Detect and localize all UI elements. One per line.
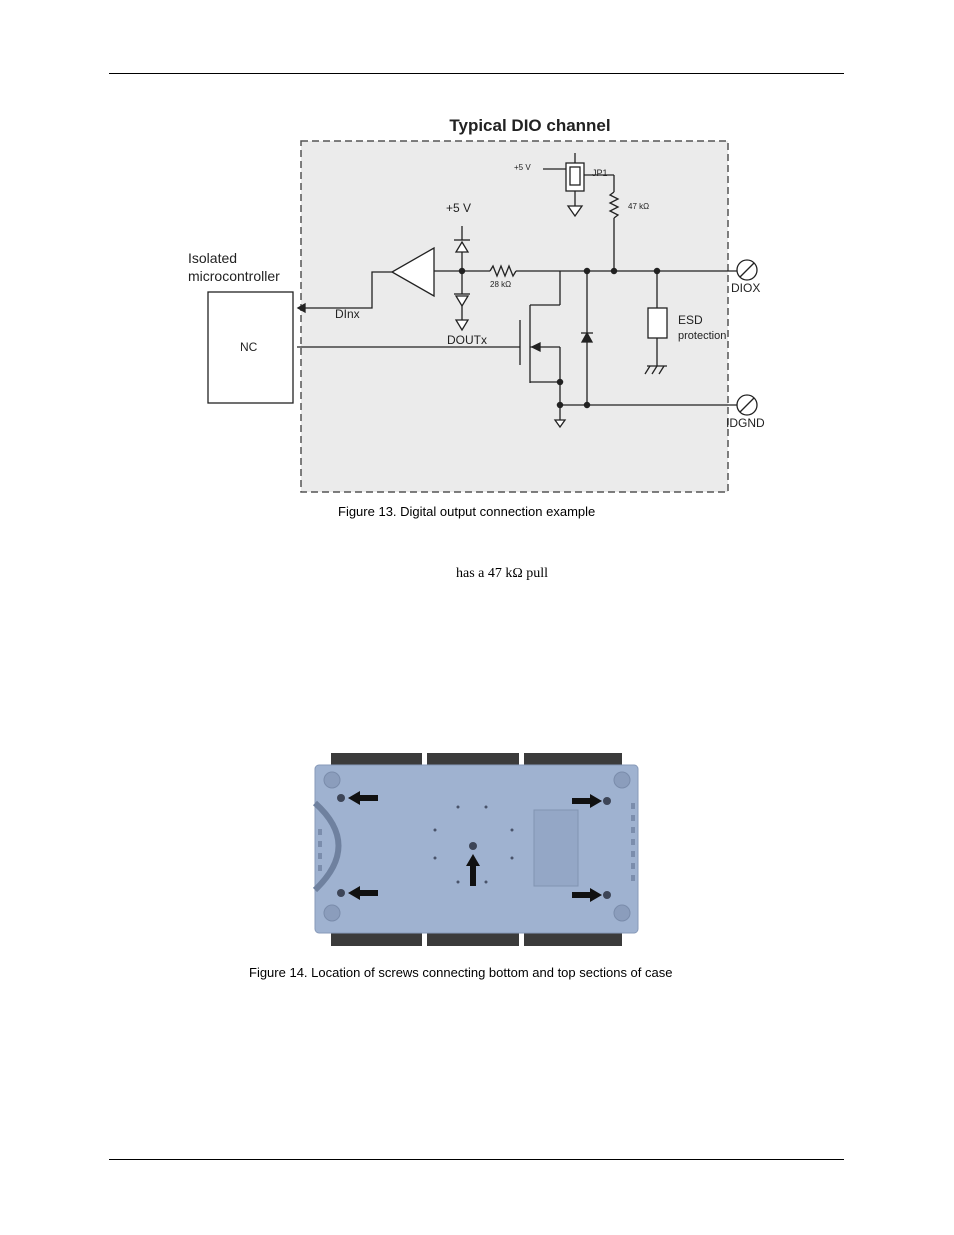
label-recess	[533, 809, 579, 887]
screw-arrow-icons	[348, 791, 602, 902]
label-series-resistor: 28 kΩ	[490, 280, 511, 289]
label-esd: ESD	[678, 313, 703, 327]
figure-14-caption: Figure 14. Location of screws connecting…	[249, 965, 673, 980]
label-din: DInx	[335, 307, 360, 321]
label-idgnd: IDGND	[726, 416, 765, 430]
label-supply-main: +5 V	[446, 201, 471, 215]
label-jp1: JP1	[592, 168, 608, 178]
label-pullup: 47 kΩ	[628, 202, 649, 211]
pullup-resistor-symbol	[608, 191, 620, 219]
label-microcontroller: microcontroller	[188, 268, 280, 284]
label-nc: NC	[240, 340, 258, 354]
header-rule	[109, 73, 844, 74]
label-dout: DOUTx	[447, 333, 487, 347]
dio-channel-schematic: Typical DIO channel	[188, 116, 765, 493]
case-body	[314, 764, 639, 934]
body-diode	[580, 331, 594, 343]
label-supply-top: +5 V	[514, 163, 531, 172]
mosfet-ground-symbol	[553, 419, 567, 429]
label-protection: protection	[678, 330, 726, 342]
body-text-fragment: has a 47 kΩ pull	[456, 566, 549, 581]
screw-holes	[337, 794, 611, 899]
label-dio: DIOX	[731, 281, 760, 295]
microcontroller-box	[207, 291, 294, 404]
lower-clamp-diode	[454, 295, 470, 308]
series-resistor-symbol	[489, 264, 517, 278]
dio-terminal-screw	[736, 259, 758, 281]
input-buffer	[390, 246, 435, 298]
idgnd-terminal-screw	[736, 394, 758, 416]
esd-protection-block	[647, 307, 668, 339]
label-isolated: Isolated	[188, 250, 237, 266]
case-bottom-photo	[290, 745, 665, 955]
footer-rule	[109, 1159, 844, 1160]
bottom-connector-strips	[331, 931, 622, 946]
schematic-title: Typical DIO channel	[449, 116, 610, 135]
jp1-ground-symbol	[566, 205, 584, 218]
figure-13-caption: Figure 13. Digital output connection exa…	[338, 504, 596, 519]
battery-arc	[312, 800, 342, 893]
